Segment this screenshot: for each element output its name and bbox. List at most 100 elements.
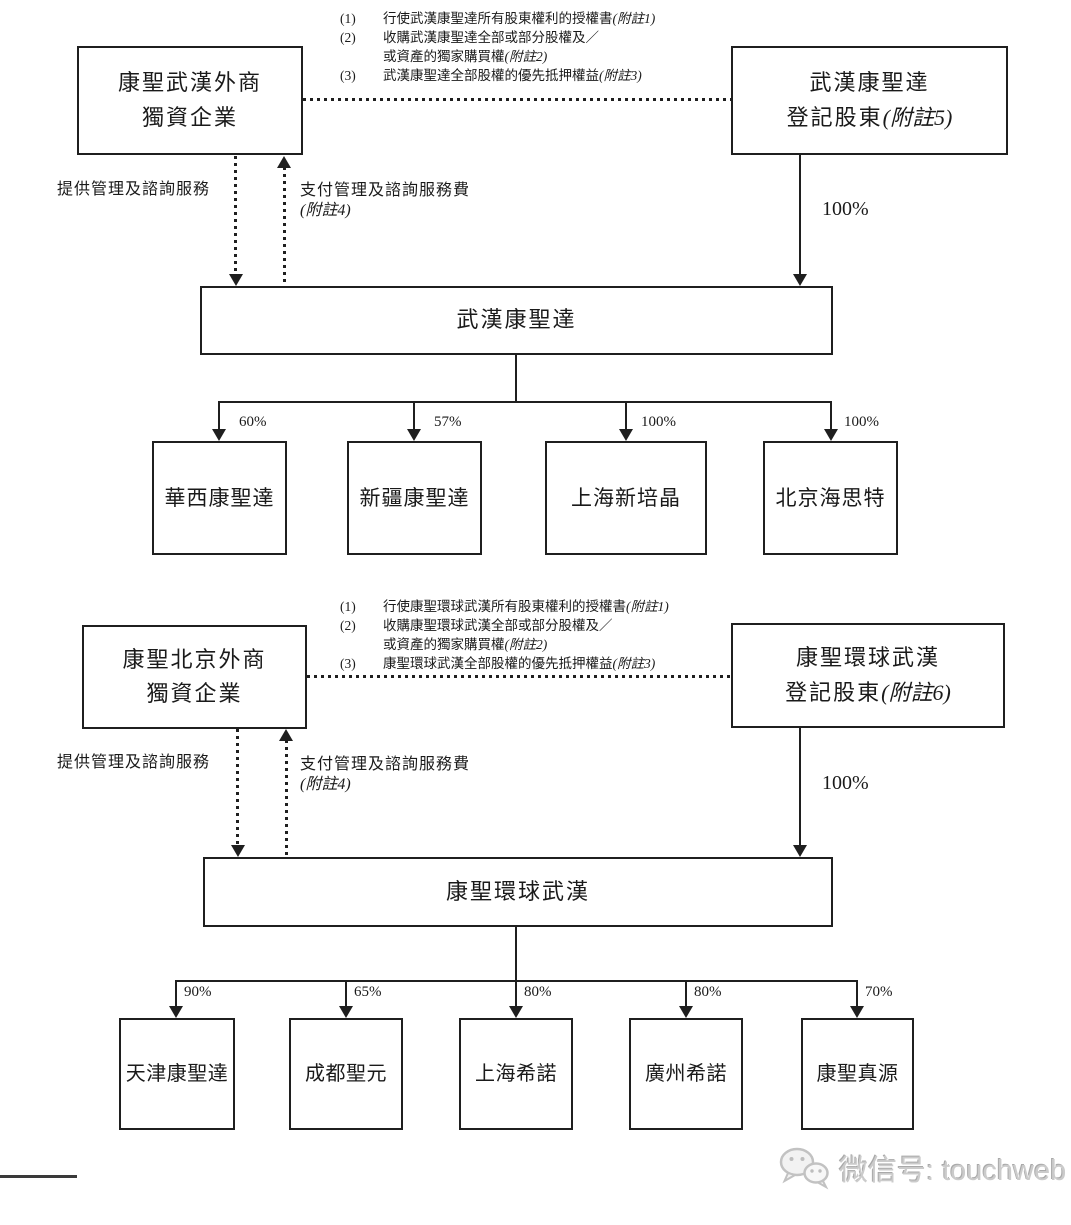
box-wfoe-wuhan: 康聖武漢外商 獨資企業 <box>77 46 303 155</box>
ownership-line-2 <box>799 728 801 846</box>
box-kindstar-global-wuhan: 康聖環球武漢 <box>203 857 833 927</box>
arrowhead-down-icon <box>850 1006 864 1018</box>
note-number: (1) <box>340 599 356 614</box>
box-subsidiary: 廣州希諾 <box>629 1018 743 1130</box>
dotted-connector-1 <box>303 98 731 101</box>
box-subsidiary: 北京海思特 <box>763 441 898 555</box>
note-body: 收購康聖環球武漢全部或部分股權及／ <box>383 618 613 633</box>
tree-drop-line <box>625 401 627 430</box>
note-text: 武漢康聖達全部股權的優先抵押權益(附註3) <box>383 66 642 85</box>
tree-drop-line <box>830 401 832 430</box>
wechat-icon <box>779 1147 829 1190</box>
box-label: 康聖環球武漢 <box>445 878 590 904</box>
box-label: 成都聖元 <box>305 1062 387 1085</box>
note-item: (1) 行使康聖環球武漢所有股東權利的授權書(附註1) <box>340 597 669 616</box>
box-label: 康聖環球武漢 登記股東(附註6) <box>785 641 951 709</box>
wechat-id-text: 微信号: touchweb <box>839 1155 1067 1187</box>
note-text: 收購康聖環球武漢全部或部分股權及／ 或資產的獨家購買權(附註2) <box>383 616 613 654</box>
pay-fees-note-ref: (附註4) <box>300 202 351 219</box>
footnote-rule <box>0 1175 77 1178</box>
note-body: 或資產的獨家購買權 <box>383 637 505 652</box>
note-body: 行使武漢康聖達所有股東權利的授權書 <box>383 11 613 26</box>
arrowhead-down-icon <box>509 1006 523 1018</box>
tree-drop-line <box>856 980 858 1007</box>
box-label: 上海新培晶 <box>571 485 681 510</box>
dotted-connector-2 <box>307 675 731 678</box>
shareholder-note-ref: (附註6) <box>881 679 951 705</box>
shareholder-note-ref: (附註5) <box>882 104 953 130</box>
pay-fees-note-ref: (附註4) <box>300 776 351 793</box>
arrowhead-down-icon <box>169 1006 183 1018</box>
box-subsidiary: 新疆康聖達 <box>347 441 482 555</box>
arrowhead-down-icon <box>407 429 421 441</box>
subsidiary-pct: 65% <box>354 984 382 1000</box>
note-ref: (附註1) <box>626 599 669 614</box>
wechat-watermark: 微信号: touchweb <box>778 1146 1066 1190</box>
pay-fees-text: 支付管理及諮詢服務費 <box>300 182 471 199</box>
note-ref: (附註3) <box>612 656 656 671</box>
note-item: (3) 武漢康聖達全部股權的優先抵押權益(附註3) <box>340 66 655 85</box>
note-item: (2) 收購康聖環球武漢全部或部分股權及／ 或資產的獨家購買權(附註2) <box>340 616 669 654</box>
subsidiary-pct: 90% <box>184 984 212 1000</box>
arrowhead-down-icon <box>619 429 633 441</box>
note-item: (1) 行使武漢康聖達所有股東權利的授權書(附註1) <box>340 9 655 28</box>
provide-services-label-2: 提供管理及諮詢服務 <box>57 754 211 771</box>
shareholder-subtitle-text: 登記股東 <box>785 679 882 705</box>
tree-distributor-1 <box>218 401 832 403</box>
note-number: (2) <box>340 618 356 633</box>
box-label: 華西康聖達 <box>164 485 275 510</box>
note-text: 行使武漢康聖達所有股東權利的授權書(附註1) <box>383 9 655 28</box>
shareholder-subtitle-text: 登記股東 <box>786 104 883 130</box>
box-label: 康聖真源 <box>816 1062 899 1085</box>
box-subsidiary: 成都聖元 <box>289 1018 403 1130</box>
note-body: 或資產的獨家購買權 <box>383 49 505 64</box>
tree-drop-line <box>175 980 177 1007</box>
provide-services-label-1: 提供管理及諮詢服務 <box>57 181 211 198</box>
arrowhead-up-icon <box>277 156 291 168</box>
box-label: 新疆康聖達 <box>359 485 470 510</box>
subsidiary-pct: 80% <box>524 984 552 1000</box>
box-subsidiary: 上海希諾 <box>459 1018 573 1130</box>
box-label: 武漢康聖達 登記股東(附註5) <box>787 66 953 134</box>
box-label: 上海希諾 <box>475 1062 557 1085</box>
box-registered-shareholders-2: 康聖環球武漢 登記股東(附註6) <box>731 623 1005 728</box>
note-number: (3) <box>340 68 356 83</box>
tree-stem-1 <box>515 355 517 402</box>
shareholder-name: 康聖環球武漢 <box>795 645 940 671</box>
pay-fees-label-1: 支付管理及諮詢服務費 (附註4) <box>300 181 470 221</box>
subsidiary-pct: 100% <box>641 414 676 430</box>
tree-drop-line <box>218 401 220 430</box>
ownership-pct-2: 100% <box>822 772 869 794</box>
agreement-notes-1: (1) 行使武漢康聖達所有股東權利的授權書(附註1) (2) 收購武漢康聖達全部… <box>340 9 655 85</box>
tree-drop-line <box>685 980 687 1007</box>
shareholder-subtitle: 登記股東(附註6) <box>785 676 951 710</box>
box-label: 武漢康聖達 <box>456 307 577 333</box>
note-ref: (附註2) <box>504 49 548 64</box>
tree-drop-line <box>515 980 517 1007</box>
tree-drop-line <box>345 980 347 1007</box>
ownership-line-1 <box>799 155 801 275</box>
box-label: 廣州希諾 <box>645 1062 727 1085</box>
box-subsidiary: 康聖真源 <box>801 1018 914 1130</box>
note-body: 康聖環球武漢全部股權的優先抵押權益 <box>383 656 613 671</box>
box-registered-shareholders-1: 武漢康聖達 登記股東(附註5) <box>731 46 1008 155</box>
pay-fees-text: 支付管理及諮詢服務費 <box>300 756 471 773</box>
box-wfoe-beijing: 康聖北京外商 獨資企業 <box>82 625 307 729</box>
note-ref: (附註3) <box>599 68 642 83</box>
note-item: (2) 收購武漢康聖達全部或部分股權及／或資產的獨家購買權(附註2) <box>340 28 655 66</box>
note-number: (2) <box>340 30 356 45</box>
note-body: 行使康聖環球武漢所有股東權利的授權書 <box>383 599 626 614</box>
arrowhead-down-icon <box>229 274 243 286</box>
arrowhead-down-icon <box>231 845 245 857</box>
note-ref: (附註2) <box>504 637 548 652</box>
dotted-arrow-up-line-2 <box>285 740 288 857</box>
note-item: (3) 康聖環球武漢全部股權的優先抵押權益(附註3) <box>340 654 669 673</box>
note-number: (3) <box>340 656 356 671</box>
box-wuhan-kindstar: 武漢康聖達 <box>200 286 833 355</box>
box-label: 天津康聖達 <box>125 1062 229 1085</box>
subsidiary-pct: 80% <box>694 984 722 1000</box>
tree-stem-2 <box>515 927 517 981</box>
box-label: 北京海思特 <box>775 485 886 510</box>
box-label: 康聖北京外商 獨資企業 <box>122 646 267 706</box>
